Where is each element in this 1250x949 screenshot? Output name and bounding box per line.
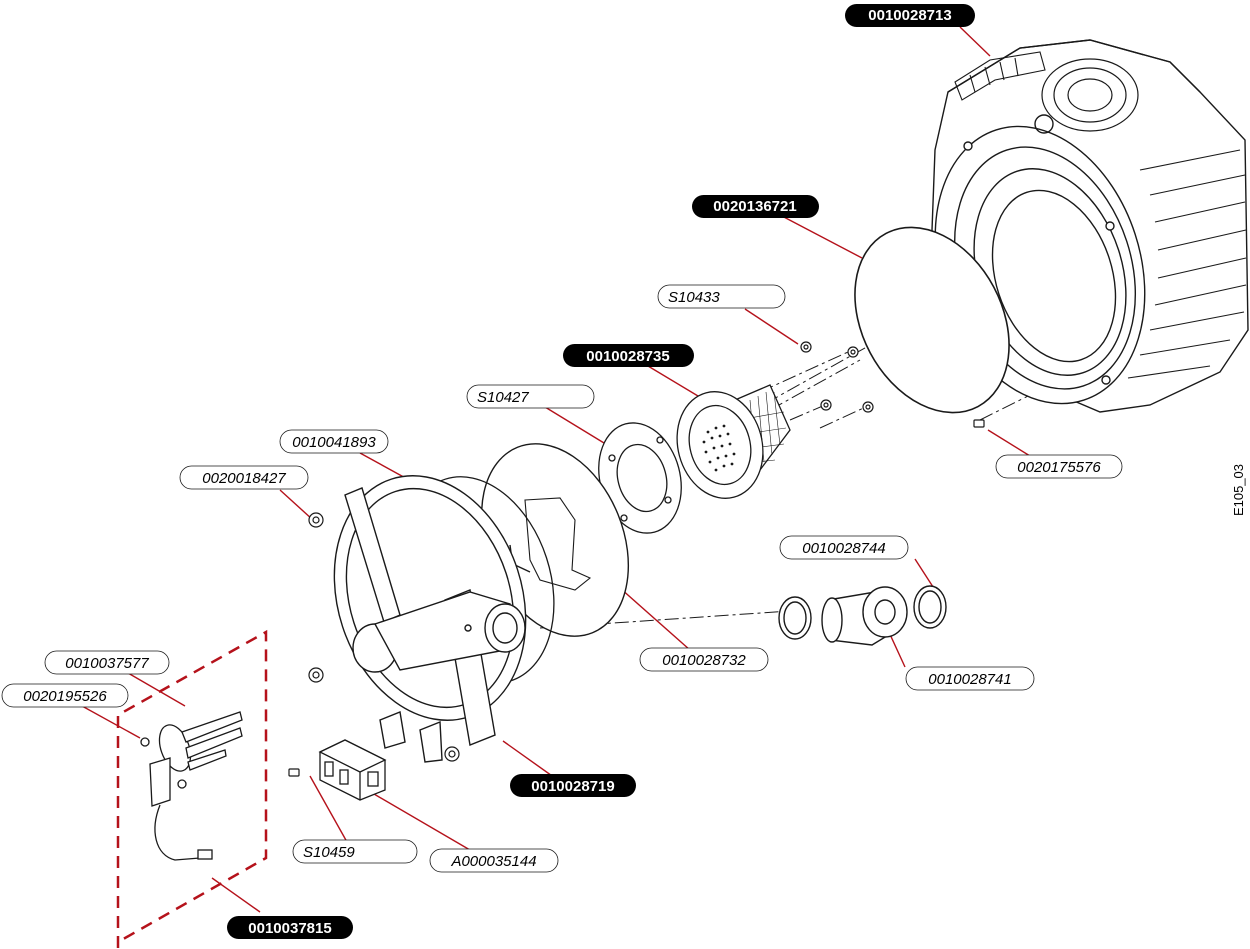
svg-text:0010028732: 0010028732 [662,652,746,669]
diagram-reference: E105_03 [1231,464,1246,516]
label-seal-front[interactable]: 0020136721 [692,195,819,218]
svg-text:S10427: S10427 [477,389,529,406]
label-nut-0020018427[interactable]: 0020018427 [179,465,309,490]
svg-text:0010028735: 0010028735 [586,348,669,365]
burner-drawing [676,384,791,499]
label-electrode-0010037577[interactable]: 0010037577 [44,650,170,675]
svg-text:0020018427: 0020018427 [202,470,286,487]
seal-disc-drawing [854,226,1010,414]
svg-text:0020175576: 0020175576 [1017,459,1101,476]
label-screw-0020175576[interactable]: 0020175576 [995,454,1123,479]
label-screw-0020195526[interactable]: 0020195526 [1,683,129,708]
label-insulation-0010028732[interactable]: 0010028732 [639,647,769,672]
part-labels: 0010028713 0020136721 S10433 0010028735 … [1,4,1123,939]
svg-text:S10433: S10433 [668,289,720,306]
svg-text:0020195526: 0020195526 [23,688,107,705]
label-transformer-a000035144[interactable]: A000035144 [429,848,559,873]
svg-text:0010028719: 0010028719 [531,778,614,795]
label-burner[interactable]: 0010028735 [563,344,694,367]
burner-door-drawing [333,475,555,763]
svg-text:0010028713: 0010028713 [868,7,951,24]
label-electrode-kit-0010037815[interactable]: 0010037815 [227,916,353,939]
electrode-drawing [140,711,243,861]
svg-text:S10459: S10459 [303,844,355,861]
screw-s10459-drawing [288,768,300,777]
label-o-ring-0010028744[interactable]: 0010028744 [779,535,909,560]
electrode-kit-boundary [116,629,268,948]
svg-text:0010037577: 0010037577 [65,655,149,672]
label-heat-exchanger[interactable]: 0010028713 [845,4,975,27]
transformer-drawing [318,739,387,801]
label-screw-s10459[interactable]: S10459 [292,839,418,864]
gasket-drawing [598,422,682,534]
label-venturi-0010028741[interactable]: 0010028741 [905,666,1035,691]
svg-text:0010037815: 0010037815 [248,920,331,937]
svg-text:A000035144: A000035144 [450,853,536,870]
label-screw-s10433[interactable]: S10433 [657,284,786,309]
svg-text:0010041893: 0010041893 [292,434,376,451]
nuts-drawing [308,512,460,762]
label-seal-0010041893[interactable]: 0010041893 [279,429,389,454]
svg-text:0020136721: 0020136721 [713,198,796,215]
label-burner-door-0010028719[interactable]: 0010028719 [510,774,636,797]
svg-text:0010028741: 0010028741 [928,671,1011,688]
venturi-drawing [778,585,947,646]
screws-drawing [800,341,985,428]
svg-text:E105_03: E105_03 [1231,464,1246,516]
svg-text:0010028744: 0010028744 [802,540,885,557]
label-gasket-s10427[interactable]: S10427 [466,384,595,409]
